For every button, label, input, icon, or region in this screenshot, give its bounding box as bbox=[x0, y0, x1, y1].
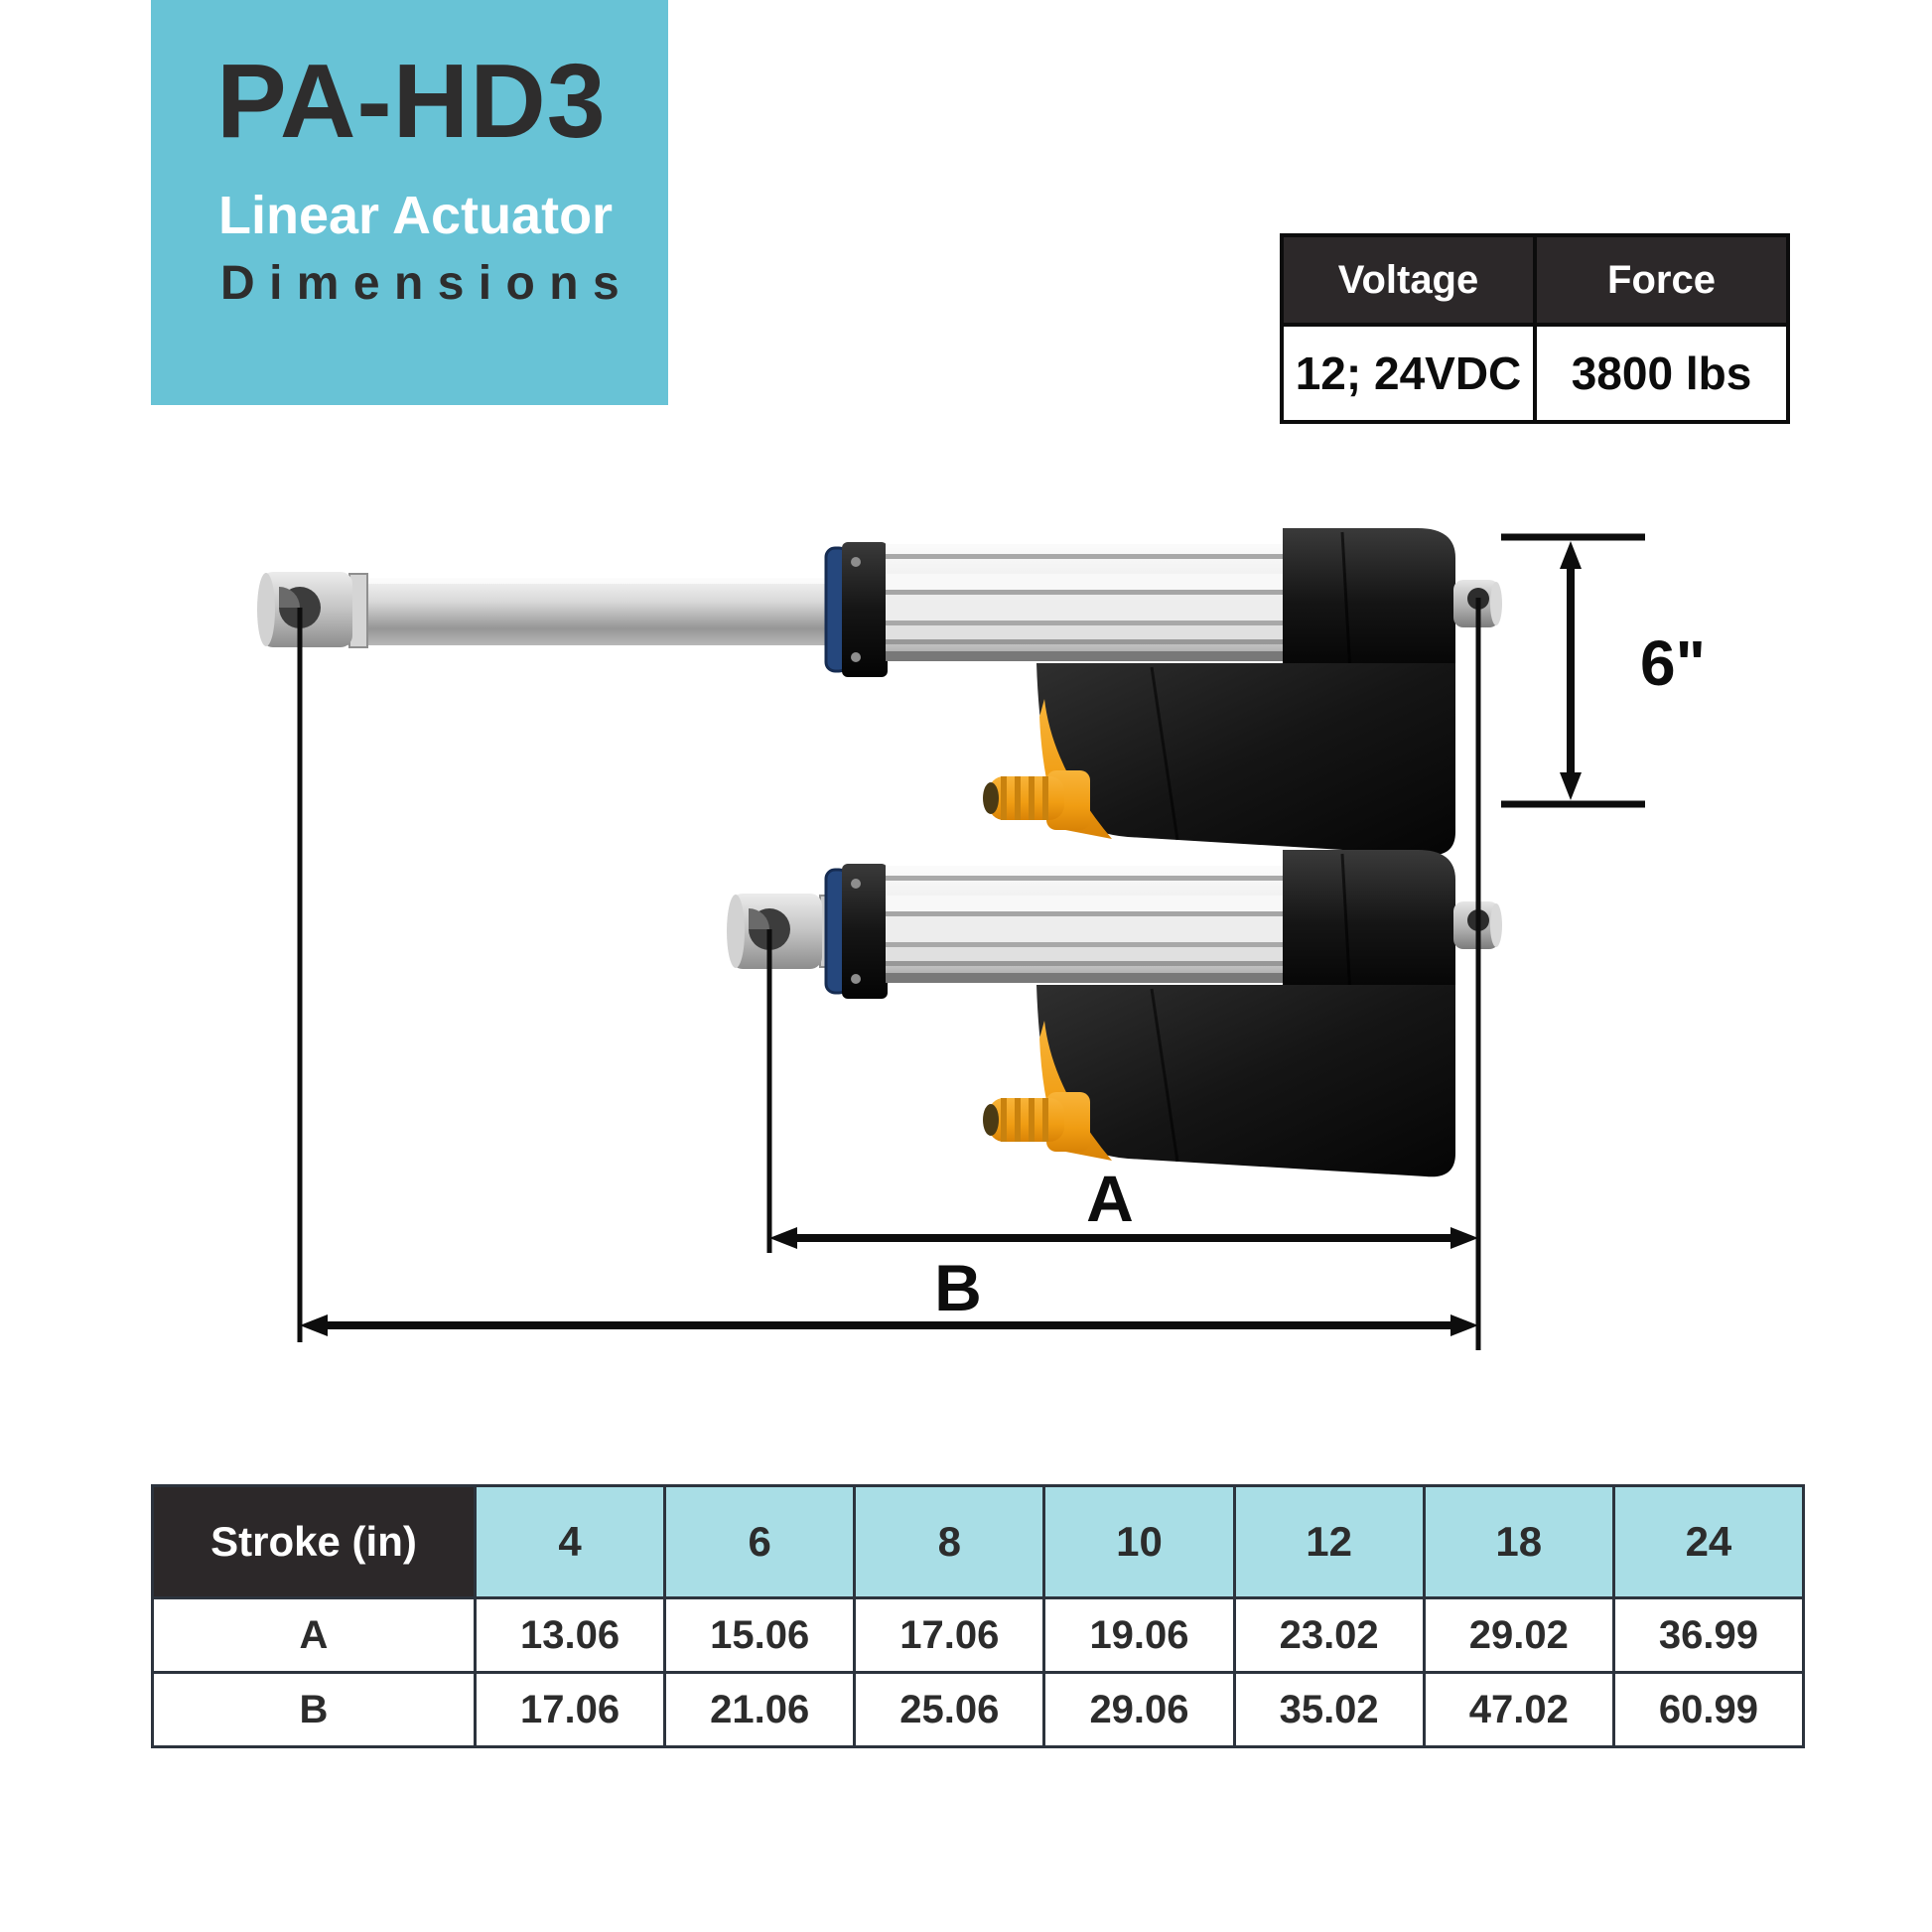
page-title: Dimensions bbox=[220, 257, 634, 310]
spec-value-voltage: 12; 24VDC bbox=[1280, 323, 1537, 424]
product-model: PA-HD3 bbox=[216, 43, 607, 160]
stroke-dimensions-table: Stroke (in) 4 6 8 10 12 18 24 A 13.06 15… bbox=[151, 1484, 1806, 1748]
dim-a-value: 15.06 bbox=[663, 1596, 857, 1674]
stroke-header: 10 bbox=[1042, 1484, 1236, 1599]
dim-b-value: 25.06 bbox=[853, 1671, 1046, 1748]
dim-a-value: 13.06 bbox=[473, 1596, 667, 1674]
spec-table: Voltage Force 12; 24VDC 3800 lbs bbox=[1280, 233, 1790, 424]
stroke-header: 12 bbox=[1232, 1484, 1426, 1599]
dim-a-value: 17.06 bbox=[853, 1596, 1046, 1674]
dimension-lines bbox=[297, 533, 1645, 1350]
rod-clevis-retracted bbox=[727, 894, 822, 969]
stroke-header: 18 bbox=[1422, 1484, 1615, 1599]
piston-rod bbox=[338, 573, 890, 648]
stroke-header-row: Stroke (in) 4 6 8 10 12 18 24 bbox=[151, 1484, 1806, 1599]
dim-b-value: 47.02 bbox=[1422, 1671, 1615, 1748]
dim-b-value: 29.06 bbox=[1042, 1671, 1236, 1748]
actuator-extended bbox=[257, 526, 1504, 857]
spec-header-voltage: Voltage bbox=[1280, 233, 1537, 327]
rod-clevis bbox=[257, 572, 352, 647]
dim-b-value: 21.06 bbox=[663, 1671, 857, 1748]
dimension-b-row: B 17.06 21.06 25.06 29.06 35.02 47.02 60… bbox=[151, 1671, 1806, 1748]
stroke-header: 24 bbox=[1611, 1484, 1806, 1599]
dim-b-value: 17.06 bbox=[473, 1671, 667, 1748]
stroke-header: 8 bbox=[853, 1484, 1046, 1599]
dim-a-value: 29.02 bbox=[1422, 1596, 1615, 1674]
dim-a-value: 36.99 bbox=[1611, 1596, 1806, 1674]
stroke-header: 4 bbox=[473, 1484, 667, 1599]
spec-header-force: Force bbox=[1533, 233, 1790, 327]
title-block: PA-HD3 Linear Actuator Dimensions bbox=[151, 0, 668, 405]
dim-b-value: 60.99 bbox=[1611, 1671, 1806, 1748]
stroke-header: 6 bbox=[663, 1484, 857, 1599]
dim-b-label: B bbox=[934, 1251, 982, 1324]
dim-a-value: 19.06 bbox=[1042, 1596, 1236, 1674]
height-dim-label: 6" bbox=[1640, 627, 1706, 699]
row-label-a: A bbox=[151, 1596, 477, 1674]
product-type: Linear Actuator bbox=[218, 186, 614, 245]
stroke-corner-header: Stroke (in) bbox=[151, 1484, 477, 1599]
dim-b-value: 35.02 bbox=[1232, 1671, 1426, 1748]
spec-value-force: 3800 lbs bbox=[1533, 323, 1790, 424]
dimension-a-row: A 13.06 15.06 17.06 19.06 23.02 29.02 36… bbox=[151, 1596, 1806, 1674]
dim-a-value: 23.02 bbox=[1232, 1596, 1426, 1674]
row-label-b: B bbox=[151, 1671, 477, 1748]
dim-a-label: A bbox=[1086, 1162, 1134, 1235]
actuator-retracted bbox=[727, 848, 1504, 1178]
